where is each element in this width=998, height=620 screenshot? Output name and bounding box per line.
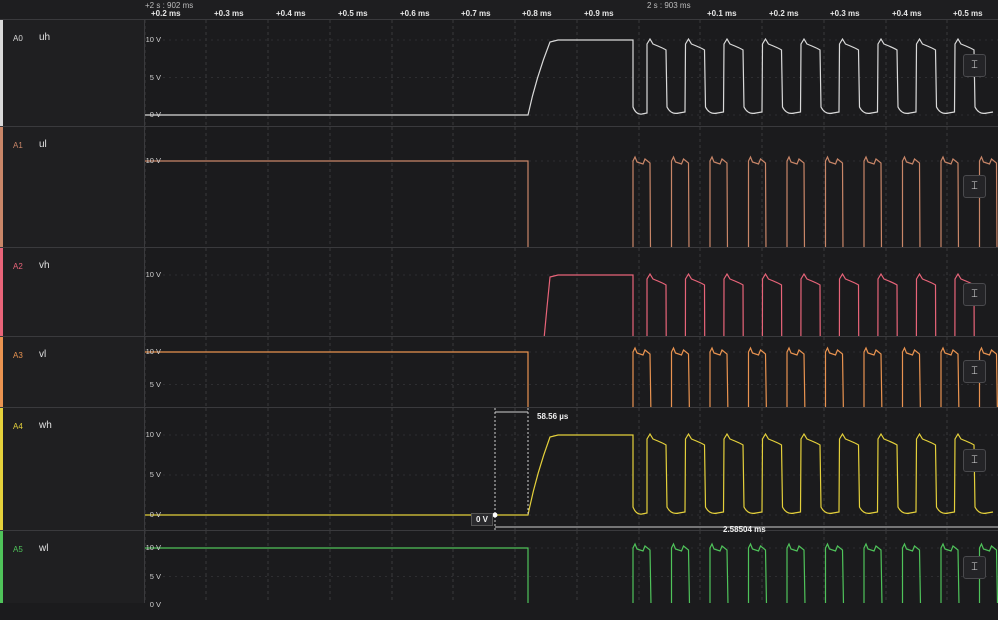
voltage-axis-label: 5 V bbox=[149, 379, 161, 389]
channel-color-stripe bbox=[0, 531, 3, 603]
channel-id: A1 bbox=[13, 141, 23, 150]
vertical-fit-button[interactable]: ⌶ bbox=[963, 54, 986, 77]
channel-id: A4 bbox=[13, 422, 23, 431]
voltage-axis-label: 10 V bbox=[145, 156, 161, 165]
channel-row-vh[interactable]: A2 vh 10 V 5 V 0 V ⌶ bbox=[0, 247, 998, 558]
ruler-tick: +0.8 ms bbox=[522, 9, 552, 18]
channel-plot[interactable]: 10 V5 V0 V⌶ bbox=[145, 337, 998, 421]
channel-header[interactable]: A3 vl bbox=[0, 337, 145, 408]
channel-color-stripe bbox=[0, 337, 3, 408]
channel-name[interactable]: wh bbox=[39, 420, 52, 431]
channel-row-ul[interactable]: A1 ul 10 V5 V0 V⌶ bbox=[0, 126, 998, 345]
waveform-canvas bbox=[145, 248, 998, 337]
ruler-tick: +0.4 ms bbox=[892, 9, 922, 18]
channel-id: A0 bbox=[13, 34, 23, 43]
cursor-marker bbox=[492, 512, 498, 518]
channel-color-stripe bbox=[0, 20, 3, 127]
channel-plot[interactable]: 10 V 5 V 0 V ⌶ 2.58504 ms bbox=[145, 525, 998, 609]
ruler-tick: +0.2 ms bbox=[151, 9, 181, 18]
channel-plot[interactable]: 10 V 5 V 0 V ⌶ bbox=[145, 20, 998, 127]
voltage-axis-label: 0 V bbox=[149, 110, 161, 119]
delta-time-label: 58.56 µs bbox=[537, 412, 569, 421]
ruler-tick: +0.7 ms bbox=[461, 9, 491, 18]
vertical-fit-button[interactable]: ⌶ bbox=[963, 449, 986, 472]
channel-name[interactable]: wl bbox=[39, 543, 49, 554]
channel-id: A2 bbox=[13, 262, 23, 271]
measurement-overlay bbox=[492, 408, 998, 531]
channel-name[interactable]: vl bbox=[39, 349, 47, 360]
channel-id: A5 bbox=[13, 545, 23, 554]
ruler-reference-right: 2 s : 903 ms bbox=[647, 1, 691, 10]
vertical-fit-icon: ⌶ bbox=[971, 288, 978, 300]
waveform-trace-vl bbox=[145, 346, 998, 408]
voltage-readout: 0 V bbox=[471, 513, 494, 526]
vertical-fit-icon: ⌶ bbox=[971, 59, 978, 71]
waveform-trace-wh bbox=[145, 432, 994, 516]
voltage-axis-label: 5 V bbox=[149, 72, 161, 82]
vertical-fit-button[interactable]: ⌶ bbox=[963, 360, 986, 383]
channel-header[interactable]: A0 uh bbox=[0, 20, 145, 127]
voltage-axis-label: 10 V bbox=[145, 270, 161, 279]
ruler-tick: +0.5 ms bbox=[338, 9, 368, 18]
vertical-fit-button[interactable]: ⌶ bbox=[963, 283, 986, 306]
channel-plot[interactable]: 10 V 5 V 0 V ⌶ bbox=[145, 248, 998, 558]
channel-header[interactable]: A2 vh bbox=[0, 248, 145, 337]
ruler-tick: +0.3 ms bbox=[214, 9, 244, 18]
channel-color-stripe bbox=[0, 408, 3, 531]
ruler-tick: +0.4 ms bbox=[276, 9, 306, 18]
channel-name[interactable]: uh bbox=[39, 32, 51, 43]
vertical-fit-button[interactable]: ⌶ bbox=[963, 175, 986, 198]
waveform-trace-uh bbox=[145, 37, 994, 116]
vertical-fit-icon: ⌶ bbox=[971, 180, 978, 192]
vertical-fit-icon: ⌶ bbox=[971, 365, 978, 377]
waveform-canvas bbox=[145, 127, 998, 248]
waveform-canvas bbox=[145, 408, 998, 531]
ruler-left-pad bbox=[0, 0, 144, 19]
voltage-axis-label: 10 V bbox=[145, 35, 161, 44]
channel-row-wh[interactable]: A4 wh 10 V 5 V 0 V ⌶ 58.56 µs 0 V bbox=[0, 407, 998, 531]
channel-header[interactable]: A4 wh bbox=[0, 408, 145, 531]
ruler-tick: +0.1 ms bbox=[707, 9, 737, 18]
voltage-axis-label: 5 V bbox=[149, 470, 161, 479]
ruler-tick: +0.5 ms bbox=[953, 9, 983, 18]
waveform-canvas bbox=[145, 531, 998, 603]
ruler-tick: +0.6 ms bbox=[400, 9, 430, 18]
channel-id: A3 bbox=[13, 351, 23, 360]
voltage-axis-label: 5 V bbox=[149, 571, 161, 581]
ruler-tick: +0.3 ms bbox=[830, 9, 860, 18]
channel-header[interactable]: A5 wl bbox=[0, 531, 145, 603]
channel-plot[interactable]: 10 V 5 V 0 V ⌶ 58.56 µs 0 V bbox=[145, 408, 998, 531]
vertical-fit-icon: ⌶ bbox=[971, 561, 978, 573]
time-ruler[interactable]: +2 s : 902 ms 2 s : 903 ms +0.2 ms +0.3 … bbox=[0, 0, 998, 19]
channel-name[interactable]: vh bbox=[39, 260, 50, 271]
ruler-reference-left: +2 s : 902 ms bbox=[145, 1, 194, 10]
period-label: 2.58504 ms bbox=[723, 525, 766, 534]
voltage-axis-label: 0 V bbox=[149, 510, 161, 519]
channel-header[interactable]: A1 ul bbox=[0, 127, 145, 248]
channel-row-uh[interactable]: A0 uh 10 V 5 V 0 V ⌶ bbox=[0, 19, 998, 127]
channel-color-stripe bbox=[0, 248, 3, 337]
voltage-axis-label: 10 V bbox=[145, 543, 161, 552]
ruler-tick: +0.2 ms bbox=[769, 9, 799, 18]
channel-plot[interactable]: 10 V5 V0 V⌶ bbox=[145, 127, 998, 345]
channel-name[interactable]: ul bbox=[39, 139, 47, 150]
ruler-tick: +0.9 ms bbox=[584, 9, 614, 18]
waveform-trace-wl bbox=[145, 542, 998, 603]
voltage-axis-label: 0 V bbox=[149, 600, 161, 609]
voltage-axis-label: 10 V bbox=[145, 430, 161, 439]
waveform-trace-ul bbox=[145, 155, 998, 248]
channel-color-stripe bbox=[0, 127, 3, 248]
waveform-trace-vh bbox=[543, 272, 975, 337]
channel-row-wl[interactable]: A5 wl 10 V 5 V 0 V ⌶ 2.58504 ms bbox=[0, 525, 998, 609]
vertical-fit-icon: ⌶ bbox=[971, 454, 978, 466]
voltage-axis-label: 10 V bbox=[145, 347, 161, 356]
vertical-fit-button[interactable]: ⌶ bbox=[963, 556, 986, 579]
waveform-canvas bbox=[145, 337, 998, 408]
waveform-canvas bbox=[145, 20, 998, 127]
